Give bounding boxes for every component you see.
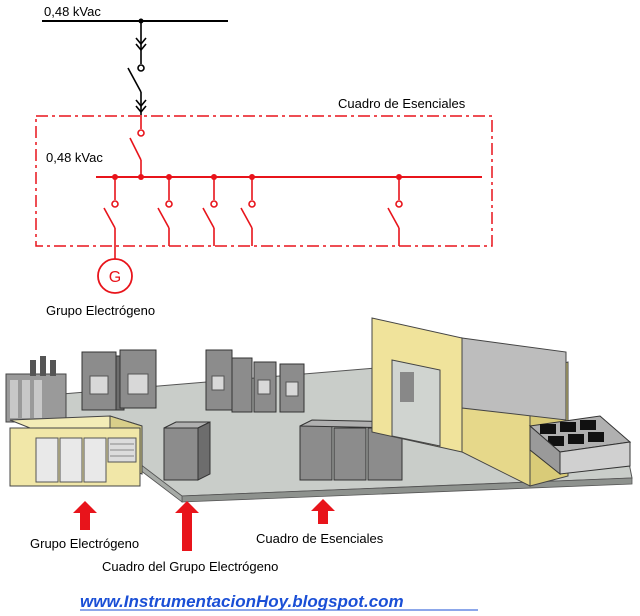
callout-arrows bbox=[73, 499, 335, 551]
callout-essentials-panel: Cuadro de Esenciales bbox=[256, 531, 384, 546]
feeder-breaker-4 bbox=[240, 177, 256, 246]
generator-symbol bbox=[97, 258, 133, 294]
generator-feeder-breaker bbox=[103, 177, 119, 246]
generator-control-cabinet bbox=[163, 421, 211, 481]
panel-bus-voltage: 0,48 kVac bbox=[46, 150, 103, 165]
feeder-breaker-3 bbox=[202, 177, 218, 246]
callout-generator: Grupo Electrógeno bbox=[30, 536, 139, 551]
main-breaker-symbol bbox=[127, 21, 147, 115]
back-cabinets-left bbox=[81, 349, 157, 411]
panel-title: Cuadro de Esenciales bbox=[338, 96, 466, 111]
feeder-breaker-5 bbox=[387, 177, 403, 246]
cooling-units bbox=[528, 415, 632, 476]
arrow-generator bbox=[73, 501, 97, 530]
transformer bbox=[5, 356, 67, 423]
top-bus-voltage: 0,48 kVac bbox=[44, 4, 101, 19]
floor-plan-illustration: Grupo Electrógeno Cuadro del Grupo Elect… bbox=[5, 317, 633, 574]
back-cabinets-right bbox=[205, 349, 305, 413]
generator-letter: G bbox=[109, 269, 121, 286]
incomer-breaker-symbol bbox=[129, 115, 145, 177]
callout-generator-panel: Cuadro del Grupo Electrógeno bbox=[102, 559, 278, 574]
footer-url: www.InstrumentacionHoy.blogspot.com bbox=[80, 592, 404, 611]
feeder-breaker-2 bbox=[157, 177, 173, 246]
arrow-generator-panel bbox=[175, 501, 199, 551]
arrow-essentials bbox=[311, 499, 335, 524]
rear-room bbox=[400, 337, 567, 421]
single-line-schematic: 0,48 kVac Cuadro de Esenciales 0,48 kVac bbox=[35, 4, 493, 318]
generator-label: Grupo Electrógeno bbox=[46, 303, 155, 318]
generator-enclosure bbox=[9, 415, 143, 487]
panel-enclosure bbox=[35, 115, 493, 247]
